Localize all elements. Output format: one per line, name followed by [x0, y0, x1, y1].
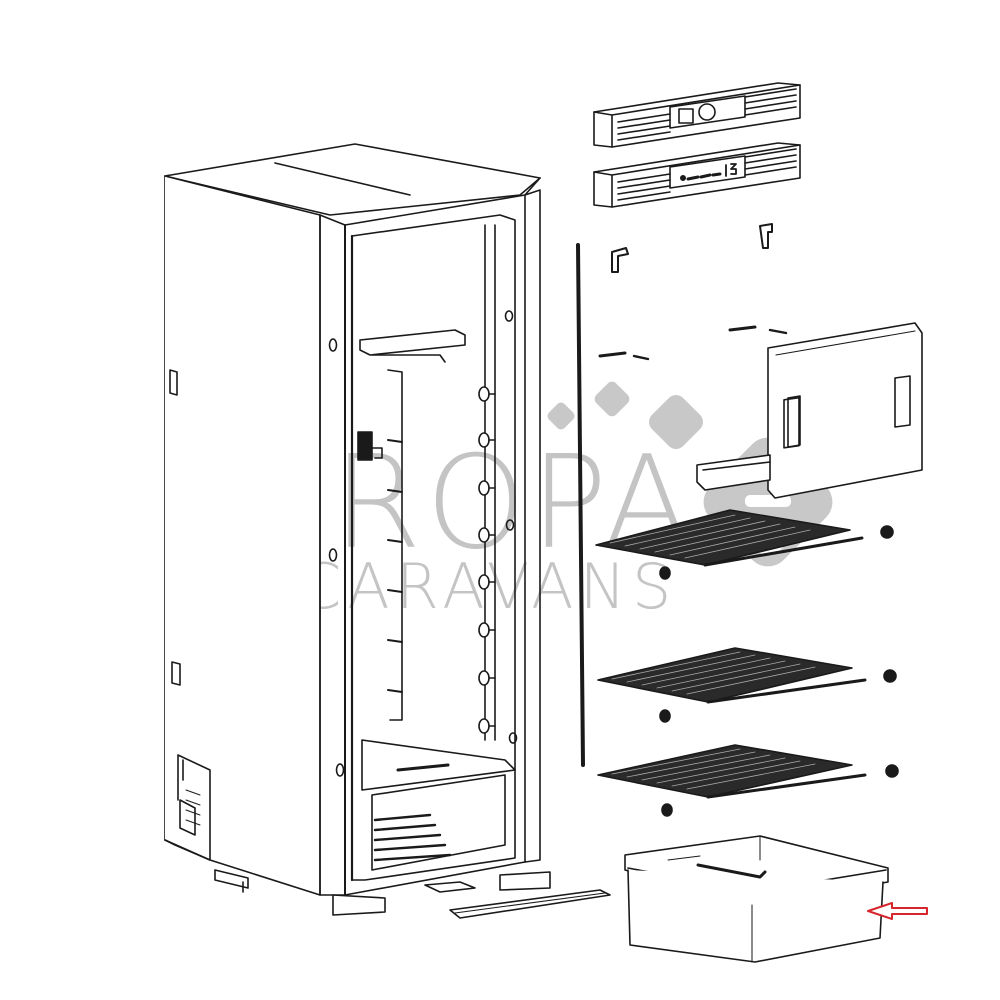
freezer-compartment-door[interactable] — [696, 322, 923, 499]
door-seal-rod[interactable] — [576, 243, 585, 767]
drip-tray[interactable] — [449, 889, 611, 919]
crisper-bin[interactable] — [624, 835, 889, 963]
wire-shelf-2[interactable] — [597, 647, 867, 704]
logo-diamond-small-2 — [594, 381, 630, 417]
wire-shelf-1[interactable] — [595, 509, 864, 567]
fridge-cabinet[interactable] — [164, 143, 551, 916]
logo-diamond-small-1 — [547, 402, 575, 430]
highlight-arrow-icon — [867, 902, 928, 920]
shelf-supports[interactable] — [659, 525, 899, 817]
freezer-door-clips[interactable] — [598, 325, 788, 361]
hinge-brackets[interactable] — [611, 223, 773, 273]
control-panel-rotary[interactable] — [593, 82, 801, 148]
wire-shelf-3[interactable] — [597, 744, 867, 799]
control-panel-digital[interactable] — [593, 142, 801, 208]
logo-diamond-medium — [649, 395, 703, 449]
